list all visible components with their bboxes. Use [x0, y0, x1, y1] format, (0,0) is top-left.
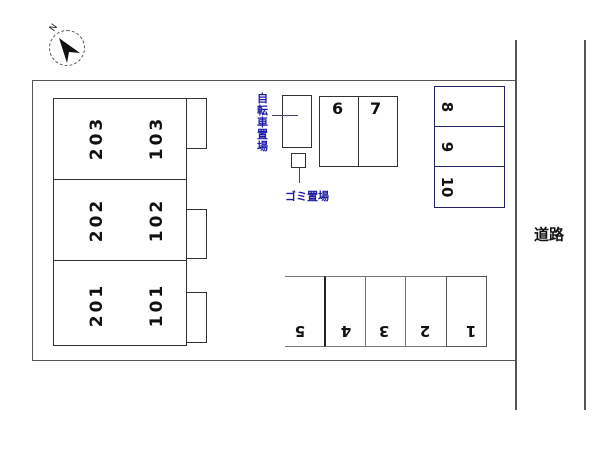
parking-number: 9 — [438, 141, 456, 153]
balcony — [186, 292, 207, 343]
parking-space-2: 2 — [405, 276, 447, 347]
leader-line — [272, 115, 298, 116]
parking-space-8: 8 — [434, 86, 505, 127]
parking-number: 7 — [370, 99, 385, 118]
parking-number: 8 — [438, 101, 456, 113]
room-label: 201 — [87, 282, 107, 328]
parking-number: 2 — [419, 322, 431, 340]
garbage-area — [291, 153, 306, 168]
room-label: 202 — [87, 197, 107, 243]
road-edge-left — [515, 40, 517, 410]
garbage-label: ゴミ置場 — [285, 190, 329, 203]
site-boundary — [32, 80, 516, 361]
parking-number: 1 — [465, 322, 477, 340]
room-label: 102 — [147, 197, 167, 243]
balcony — [186, 98, 207, 149]
bicycle-parking-label: 自転車置場 — [257, 92, 268, 153]
room-label: 101 — [147, 282, 167, 328]
road-label: 道路 — [533, 225, 565, 244]
leader-line — [299, 168, 300, 183]
room-label: 103 — [147, 115, 167, 161]
room-label: 203 — [87, 115, 107, 161]
parking-number: 5 — [294, 322, 306, 340]
parking-space-7: 7 — [358, 96, 398, 167]
parking-space-9: 9 — [434, 126, 505, 167]
parking-space-6: 6 — [319, 96, 359, 167]
parking-number: 4 — [340, 322, 352, 340]
compass — [49, 30, 85, 66]
road-edge-right — [584, 40, 586, 410]
parking-space-1: 1 — [446, 276, 487, 347]
bicycle-parking-area — [282, 95, 312, 148]
parking-number: 3 — [378, 322, 390, 340]
balcony — [186, 209, 207, 259]
parking-number: 6 — [332, 99, 347, 118]
parking-number: 10 — [438, 176, 456, 198]
parking-space-4: 4 — [324, 276, 366, 347]
parking-space-10: 10 — [434, 166, 505, 208]
parking-space-3: 3 — [365, 276, 406, 347]
north-arrow-icon — [59, 38, 80, 63]
parking-space-5: 5 — [285, 276, 326, 347]
